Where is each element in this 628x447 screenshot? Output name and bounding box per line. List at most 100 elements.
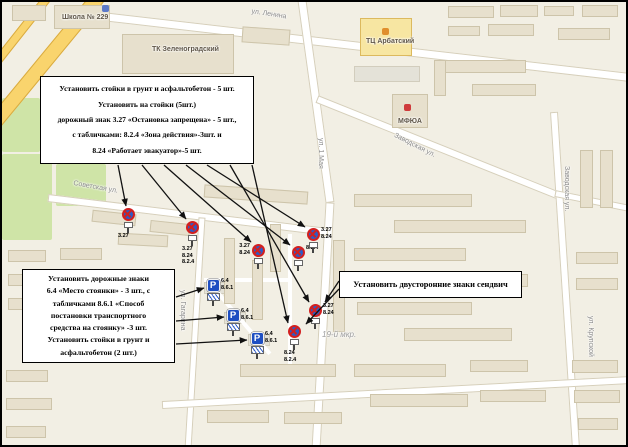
building	[270, 224, 281, 272]
building	[6, 370, 48, 382]
building	[442, 60, 526, 73]
sign-code-label: 8.24	[182, 252, 193, 259]
building	[12, 5, 46, 21]
no-stopping-sign-icon	[287, 325, 301, 338]
building	[582, 5, 618, 17]
map-label-street: ул. Крупской	[587, 316, 594, 357]
map-label-poi: Школа № 229	[62, 14, 109, 21]
map-label-street: ул. Гагарина	[179, 290, 186, 331]
building	[470, 360, 528, 372]
callout-line: асфальтобетон (2 шт.)	[60, 347, 137, 357]
building	[574, 390, 620, 403]
building	[480, 390, 546, 402]
sign-pole	[212, 301, 214, 306]
no-stopping-sign-icon	[306, 228, 320, 241]
school-poi-icon	[102, 5, 109, 12]
sign-code-labels: 8.2.4	[306, 245, 318, 252]
sign-code-label: 8.24	[239, 249, 250, 256]
building	[576, 252, 618, 264]
building	[578, 418, 618, 430]
sign-code-label: 3.27	[182, 246, 193, 252]
building	[8, 250, 46, 262]
street-road	[315, 95, 564, 201]
traffic-sign-3.27: 3.27	[118, 208, 135, 239]
sign-code-label: 8.6.1	[265, 337, 278, 344]
parking-layout-plate-icon	[226, 323, 240, 331]
building	[576, 278, 618, 290]
building	[544, 6, 574, 16]
callout-line: с табличками: 8.2.4 «Зона действия»-3шт.…	[72, 130, 222, 140]
building	[6, 426, 46, 438]
map-label-poi: ТК Зеленоградский	[152, 46, 219, 53]
callout-line: табличками 8.6.1 «Способ	[52, 298, 145, 308]
building	[122, 34, 234, 74]
sign-code-label: 8.2.4	[182, 259, 195, 266]
sign-info-plate-icon	[289, 339, 299, 345]
sign-code-label: 8.2.4	[306, 245, 318, 252]
building	[203, 184, 309, 205]
building	[394, 220, 526, 233]
sign-pole	[256, 354, 258, 359]
sign-code-label: 8.24	[321, 233, 332, 240]
building	[60, 248, 102, 260]
parking-sign-icon: P	[250, 332, 264, 345]
building	[54, 5, 110, 29]
sign-pole	[293, 345, 295, 350]
building	[472, 84, 536, 96]
no-stopping-sign-icon	[251, 244, 265, 257]
sign-pole	[257, 264, 259, 269]
map-label-street: Заводская ул.	[563, 166, 570, 212]
sign-pole	[312, 248, 314, 253]
map-label-street: ул. Ленина	[250, 8, 287, 21]
callout-sandwich-signs: Установить двусторонние знаки сендвич	[339, 271, 522, 298]
sign-pole	[232, 331, 234, 336]
building	[360, 18, 412, 56]
building	[404, 328, 512, 341]
sign-code-label: 8.2.4	[284, 356, 297, 363]
building	[241, 26, 291, 46]
callout-line: средства на стоянку» -3 шт.	[50, 323, 147, 333]
callout-line: Установить стойки в грунт и	[47, 335, 150, 345]
sign-code-label: 3.27	[321, 227, 332, 233]
traffic-sign-3.27: 8.2.4	[291, 245, 318, 271]
building	[434, 60, 446, 96]
sign-code-label: 3.27	[118, 233, 129, 239]
sign-info-plate-icon	[123, 222, 133, 228]
sign-code-label: 8.6.1	[221, 284, 234, 291]
building	[224, 238, 235, 304]
building	[354, 248, 466, 261]
sign-code-label: 8.24	[284, 350, 295, 356]
building	[572, 360, 618, 373]
building	[600, 150, 613, 208]
parking-sign-icon: P	[206, 279, 220, 292]
callout-line: Установить двусторонние знаки сендвич	[353, 279, 508, 289]
sign-code-labels: 3.27	[118, 233, 129, 240]
callout-line: Установить дорожные знаки	[47, 274, 149, 284]
callout-line: 6.4 «Место стоянки» - 3 шт., с	[46, 286, 151, 296]
parking-layout-plate-icon	[206, 293, 220, 301]
callout-no-stopping-signs: Установить стойки в грунт и асфальтобето…	[40, 76, 254, 164]
map-label-poi: ТЦ Арбатский	[366, 38, 415, 45]
building	[354, 194, 472, 207]
parking-lot-area	[354, 66, 420, 82]
no-stopping-sign-icon	[291, 246, 305, 259]
building	[207, 410, 269, 423]
building	[354, 364, 446, 377]
sign-pole	[314, 324, 316, 329]
no-stopping-sign-icon	[121, 208, 135, 221]
building	[284, 412, 342, 424]
